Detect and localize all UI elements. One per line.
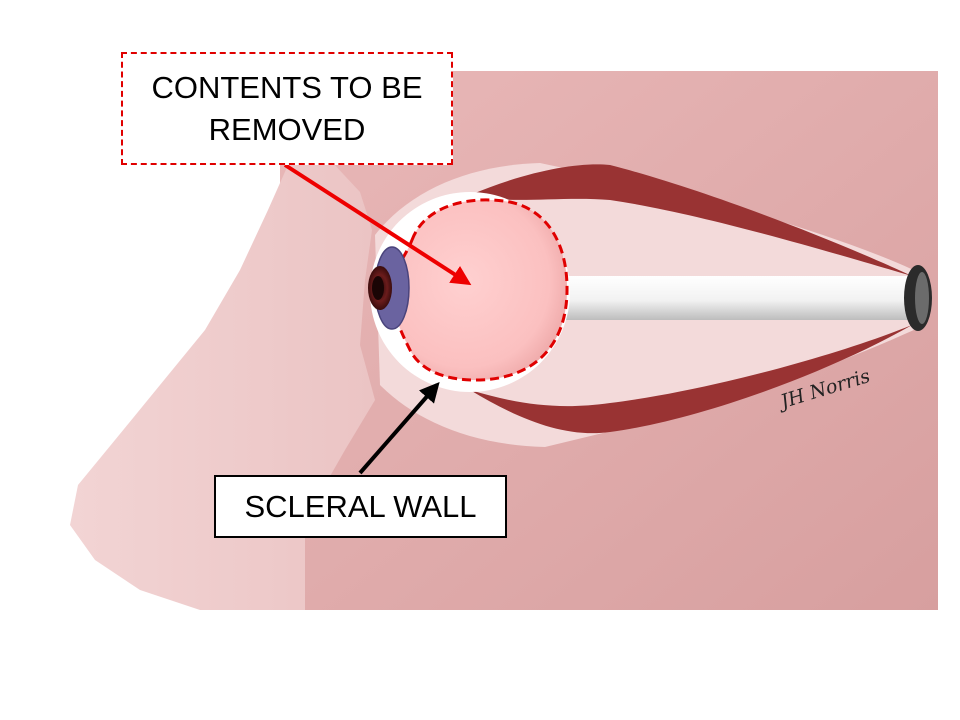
- optic-nerve-end-highlight: [915, 272, 929, 324]
- scleral-wall-label: SCLERAL WALL: [214, 475, 507, 538]
- superior-muscle: [470, 164, 912, 276]
- inferior-muscle: [470, 325, 912, 434]
- globe-contents: [390, 198, 569, 382]
- scleral-label-text: SCLERAL WALL: [244, 488, 477, 524]
- scleral-arrow: [358, 381, 440, 475]
- contents-arrow: [283, 163, 472, 286]
- pupil-inner: [372, 276, 384, 300]
- optic-nerve: [545, 276, 920, 320]
- contents-to-be-removed-label: CONTENTS TO BE REMOVED: [121, 52, 453, 165]
- contents-label-text: CONTENTS TO BE REMOVED: [151, 69, 423, 147]
